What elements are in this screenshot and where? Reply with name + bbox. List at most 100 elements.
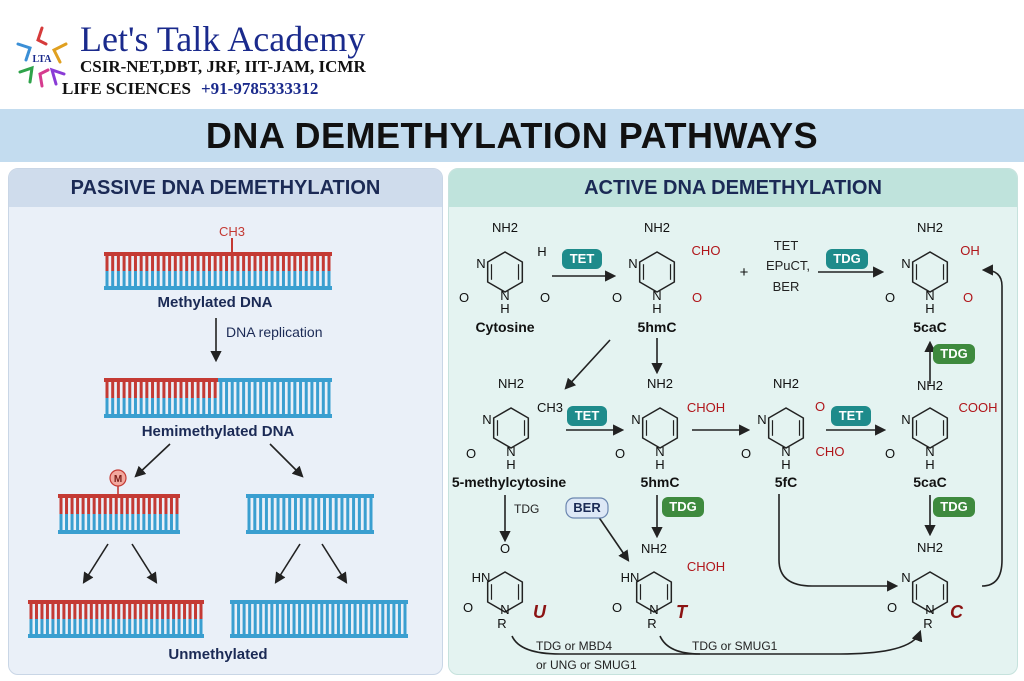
molecule-names: Cytosine 5hmC 5caC 5-methylcytosine 5hmC… [452,319,947,490]
dna-backbone-bottom [104,414,332,418]
atom-n2-c: N [925,602,934,617]
tdg-plain-label: TDG [514,502,539,516]
atom-o-hmc2: O [615,446,625,461]
atom-labels: NH2 N N H O O H NH2 N N H O O CHO NH2 N … [459,220,998,631]
group-cho-top: CHO [692,243,721,258]
unmethylated-label: Unmethylated [168,646,267,663]
plus-sign: + [740,264,749,281]
atom-n-hmc: N [628,256,637,271]
active-heading: ACTIVE DNA DEMETHYLATION [449,169,1017,207]
atom-o-mc: O [466,446,476,461]
atom-hn-u: HN [472,570,491,585]
dna-backbone-top [58,494,180,498]
pyrimidine-rings [486,251,949,613]
atom-n-cac2: N [901,412,910,427]
side-enzyme-list: TET EPuCT, BER [766,238,810,294]
dna-backbone-top [104,252,332,256]
tdg-badge-mid-label: TDG [669,499,696,514]
dna-backbone-bottom [230,634,408,638]
tet-badge-2-label: TET [575,408,600,423]
molecule-cytosine: Cytosine [475,319,534,335]
molecule-5mc: 5-methylcytosine [452,474,567,490]
pyrimidine-ring [638,251,676,293]
pyrimidine-ring [486,251,524,293]
atom-h-hmc2: H [655,457,664,472]
pyrimidine-ring [911,251,949,293]
atom-h-mc: H [506,457,515,472]
atom-h-hmc: H [652,301,661,316]
atom-nh2-fc: NH2 [773,376,799,391]
hemimethylated-dna-strand [104,378,332,418]
arrow-ll [82,543,109,584]
atom-nh2-hmc: NH2 [644,220,670,235]
side-tet: TET [774,238,799,253]
arrow-rl [274,543,301,584]
active-panel: ACTIVE DNA DEMETHYLATION [448,168,1018,675]
brand-subject: LIFE SCIENCES+91-9785333312 [62,79,318,99]
atom-o-t: O [612,600,622,615]
ch3-label: CH3 [219,224,245,239]
pyrimidine-ring [911,571,949,613]
atom-nh2-cac2: NH2 [917,378,943,393]
atom-nh-hmc: N [652,288,661,303]
dna-backbone-bottom [28,634,204,638]
unmethylated-dna-left [28,600,204,638]
group-cooh-cac: COOH [959,400,998,415]
atom-h5-cytosine: H [537,244,546,259]
atom-n-cytosine: N [476,256,485,271]
dna-backbone-top [28,600,204,604]
tdg-badge-right-label: TDG [940,499,967,514]
brand-exams: CSIR-NET,DBT, JRF, IIT-JAM, ICMR [80,57,366,76]
atom-h-fc: H [781,457,790,472]
group-choh-t: CHOH [687,559,725,574]
pyrimidine-ring [486,571,524,613]
atom-hn-t: HN [621,570,640,585]
atom-nh-cac2: N [925,444,934,459]
atom-h-cac2: H [925,457,934,472]
molecule-5hmc-mid: 5hmC [641,474,680,490]
atom-o1-cytosine: O [459,290,469,305]
arrow-5fc-to-c [778,494,899,592]
arrow-diag-to-5mc [564,339,611,390]
brand-title: Let's Talk Academy [80,19,366,59]
tet-badge-3 [831,406,871,426]
arrow-ber-to-t [597,515,630,562]
molecule-5fc: 5fC [775,474,798,490]
pyrimidine-ring [492,407,530,449]
atom-nh2-cac: NH2 [917,220,943,235]
atom-n-t: N [649,602,658,617]
atom-nh-hmc2: N [655,444,664,459]
tdg-badge-up [933,344,975,364]
ber-badge-label: BER [573,500,601,515]
arrow-t-join [659,635,701,655]
atom-nh2-hmc2: NH2 [647,376,673,391]
atom-o2-fc: O [815,399,825,414]
base-c: C [950,602,964,622]
logo-text: LTA [33,54,53,65]
arrow-lr [131,543,158,584]
group-ch3-mc: CH3 [537,400,563,415]
unmethylated-dna-right [230,600,408,638]
atom-n-u: N [500,602,509,617]
atom-o1-cac: O [885,290,895,305]
side-epuct: EPuCT, [766,258,810,273]
page-title: DNA DEMETHYLATION PATHWAYS [205,115,819,156]
atom-nh-cac: N [925,288,934,303]
tet-badge-2 [567,406,607,426]
bottom-label-2: or UNG or SMUG1 [536,658,637,672]
atom-n-mc: N [482,412,491,427]
tdg-badge-right [933,497,975,517]
atom-r-t: R [647,616,656,631]
dna-backbone-bottom [246,530,374,534]
base-u: U [533,602,547,622]
subject-text: LIFE SCIENCES [62,79,191,98]
tdg-badge-mid [662,497,704,517]
daughter-dna-unmethylated [246,494,374,534]
atom-r-c: R [923,616,932,631]
dna-backbone-top [246,494,374,498]
base-t: T [676,602,689,622]
atom-n-cac: N [901,256,910,271]
group-oh-cac: OH [960,243,980,258]
dna-backbone-bottom [58,530,180,534]
atom-r-u: R [497,616,506,631]
